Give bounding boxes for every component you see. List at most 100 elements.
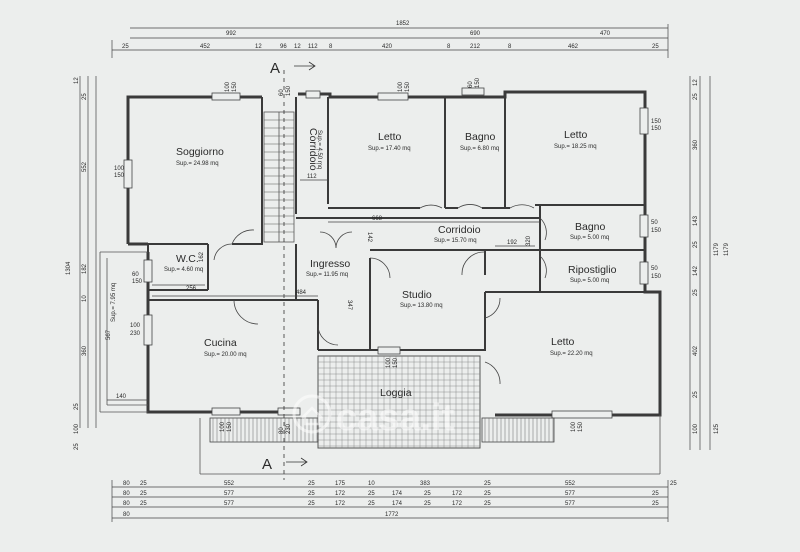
dim-left-182: 182 — [82, 263, 88, 274]
dim-bot-r3-25b: 25 — [308, 501, 315, 507]
wl-sogg-top-a: 100 — [225, 81, 231, 92]
room-sup-ripostiglio: Sup.= 5.00 mq — [570, 278, 609, 284]
dim-right-402: 402 — [693, 345, 699, 356]
dim-top-462: 462 — [568, 44, 579, 50]
dim-bot-r2-25e: 25 — [484, 491, 491, 497]
dim-bot-r4-80: 80 — [123, 512, 130, 518]
wl-letto1-top-a: 100 — [398, 81, 404, 92]
watermark-house-icon — [301, 406, 323, 426]
dim-bot-r3-172b: 172 — [452, 501, 463, 507]
dim-right-360: 360 — [693, 139, 699, 150]
dim-left-25c: 25 — [74, 443, 80, 450]
dim-left-25b: 25 — [74, 403, 80, 410]
room-sup-corridoio-h: Sup.= 15.70 mq — [434, 238, 477, 244]
room-sup-letto3: Sup.= 22.20 mq — [550, 351, 593, 357]
wl-wc-left-b: 150 — [132, 279, 143, 285]
dim-right-25c: 25 — [693, 289, 699, 296]
dim-top-12a: 12 — [255, 44, 262, 50]
room-name-cucina: Cucina — [204, 337, 237, 349]
window-labels: 100 150 60 150 100 150 60 150 150 150 10… — [114, 77, 662, 434]
room-sup-bagno1: Sup.= 6.80 mq — [460, 146, 499, 152]
wl-bagno1-top-a: 60 — [468, 81, 474, 88]
dim-bot-r3-80: 80 — [123, 501, 130, 507]
wl-cucina-bot-b: 150 — [227, 421, 233, 432]
room-sup-bagno2: Sup.= 5.00 mq — [570, 235, 609, 241]
right-dimensions: 12 25 360 143 25 1179 1179 142 25 402 25… — [689, 76, 730, 450]
dim-top-992: 992 — [226, 31, 237, 37]
inner-dim-140: 140 — [116, 394, 127, 400]
dim-bot-r3-25f: 25 — [652, 501, 659, 507]
dim-bot-r3-577a: 577 — [224, 501, 235, 507]
wl-letto3-bot-b: 150 — [578, 421, 584, 432]
room-sup-letto1: Sup.= 17.40 mq — [368, 146, 411, 152]
wl-sogg-left-b: 150 — [114, 173, 125, 179]
room-sup-corridoio-v: Sup.= 4.50 mq — [316, 130, 322, 169]
wl-bagno1-top-b: 150 — [475, 77, 481, 88]
wl-cucina-left-b: 230 — [130, 331, 141, 337]
wl-sogg-top-b: 150 — [232, 81, 238, 92]
section-arrow-top-icon — [294, 61, 316, 71]
dim-bot-overall: 1772 — [385, 512, 399, 518]
room-name-letto3: Letto — [551, 336, 575, 348]
dim-bot-r3-25d: 25 — [424, 501, 431, 507]
dim-bot-r1-25d: 25 — [670, 481, 677, 487]
room-sup-wc: Sup.= 4.60 mq — [164, 267, 203, 273]
watermark-text: casa.it — [336, 397, 455, 439]
section-line: A A — [262, 60, 316, 480]
wl-bagno2-right-a: 50 — [651, 220, 658, 226]
loggia-tiles — [317, 355, 481, 449]
inner-dim-320: 320 — [526, 235, 532, 246]
wl-studio-a: 100 — [386, 357, 392, 368]
room-sup-balcony: Sup.= 7.95 mq — [111, 283, 117, 322]
dim-right-12: 12 — [693, 79, 699, 86]
room-name-ingresso: Ingresso — [310, 258, 350, 270]
dim-top-25b: 25 — [652, 44, 659, 50]
inner-dimensions: 668 112 142 192 320 256 162 484 347 140 — [107, 174, 540, 401]
door-swings — [213, 204, 547, 385]
wl-corr-top-a: 60 — [279, 89, 285, 96]
inner-dim-162: 162 — [199, 251, 205, 262]
dim-top-212: 212 — [470, 44, 481, 50]
dim-top-12b: 12 — [294, 44, 301, 50]
wl-ingresso-bot-a: 80 — [279, 427, 285, 434]
dim-right-1179a: 1179 — [714, 242, 720, 256]
dim-bot-r3-25c: 25 — [368, 501, 375, 507]
dim-bot-r1-175: 175 — [335, 481, 346, 487]
dim-left-25a: 25 — [82, 93, 88, 100]
dim-right-142: 142 — [693, 265, 699, 276]
room-name-corridoio-h: Corridoio — [438, 224, 481, 236]
room-name-letto2: Letto — [564, 129, 588, 141]
windows — [123, 87, 649, 419]
dim-top-8c: 8 — [508, 44, 512, 50]
dim-top-690: 690 — [470, 31, 481, 37]
dim-bot-r2-172a: 172 — [335, 491, 346, 497]
dim-top-96: 96 — [280, 44, 287, 50]
bottom-dimensions: 80 25 552 25 175 10 383 25 552 25 80 25 … — [111, 480, 677, 522]
dim-bot-r3-174: 174 — [392, 501, 403, 507]
dim-bot-r3-25a: 25 — [140, 501, 147, 507]
room-labels: Soggiorno Sup.= 24.98 mq Corridoio Sup.=… — [111, 128, 617, 399]
balcony-railing — [199, 415, 661, 475]
dim-top-8a: 8 — [329, 44, 333, 50]
inner-dim-668: 668 — [372, 216, 383, 222]
dim-left-360: 360 — [82, 345, 88, 356]
room-name-loggia: Loggia — [380, 387, 412, 399]
inner-dim-112: 112 — [307, 174, 317, 180]
wl-bagno2-right-b: 150 — [651, 228, 662, 234]
dim-left-10: 10 — [82, 295, 88, 302]
wl-letto2-right-b: 150 — [651, 126, 662, 132]
dim-bot-r2-172b: 172 — [452, 491, 463, 497]
inner-dim-484: 484 — [296, 290, 307, 296]
interior-walls — [147, 97, 645, 351]
wl-letto3-bot-a: 100 — [571, 421, 577, 432]
dim-top-112: 112 — [308, 44, 318, 50]
dim-bot-r1-10: 10 — [368, 481, 375, 487]
dim-bot-r1-25b: 25 — [308, 481, 315, 487]
room-sup-studio: Sup.= 13.80 mq — [400, 303, 443, 309]
dim-bot-r2-25a: 25 — [140, 491, 147, 497]
room-sup-ingresso: Sup.= 11.95 mq — [306, 272, 348, 278]
dim-right-25d: 25 — [693, 391, 699, 398]
wl-letto1-top-b: 150 — [405, 81, 411, 92]
